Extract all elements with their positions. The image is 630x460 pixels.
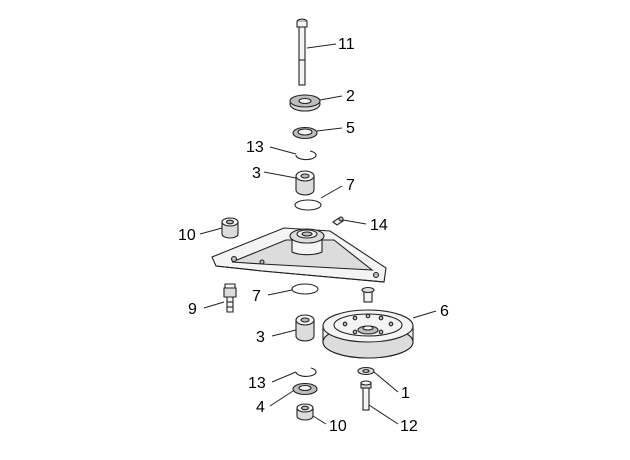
- bolt-part-11: [296, 18, 308, 86]
- callout-11: 11: [338, 36, 355, 53]
- callout-3-top: 3: [252, 165, 261, 182]
- grease-fitting-part-14: [332, 216, 344, 226]
- callout-14: 14: [370, 217, 388, 234]
- snap-ring-part-13-top: [295, 150, 317, 161]
- callout-9: 9: [188, 301, 197, 318]
- callout-6: 6: [440, 303, 449, 320]
- pulley-part-6: [322, 286, 414, 359]
- callout-13-bottom: 13: [248, 375, 266, 392]
- seal-part-5: [292, 126, 318, 140]
- callout-2: 2: [346, 88, 355, 105]
- o-ring-part-7-top: [294, 199, 322, 211]
- nut-part-10-bottom: [296, 403, 314, 421]
- bolt-part-12: [360, 380, 372, 411]
- bearing-part-3-top: [295, 170, 315, 196]
- leader-lines: [199, 43, 437, 425]
- bearing-part-3-bottom: [295, 314, 315, 342]
- callout-3-bottom: 3: [256, 329, 265, 346]
- callout-7-bottom: 7: [252, 288, 261, 305]
- callout-5: 5: [346, 120, 355, 137]
- seal-part-4: [292, 382, 318, 396]
- snap-ring-part-13-bottom: [295, 367, 317, 377]
- callout-labels: 11 2 5 13 3 7 10 14 9 7 6 3 13 1 4 10 12: [178, 36, 449, 435]
- nut-part-10-left: [221, 217, 239, 239]
- callout-10-left: 10: [178, 227, 196, 244]
- idler-arm-bracket: [211, 227, 387, 283]
- washer-part-1: [357, 366, 375, 376]
- bearing-part-2: [289, 94, 321, 112]
- callout-13-top: 13: [246, 139, 264, 156]
- callout-10-bottom: 10: [329, 418, 347, 435]
- callout-4: 4: [256, 399, 265, 416]
- callout-12: 12: [400, 418, 418, 435]
- callout-7-top: 7: [346, 177, 355, 194]
- stud-part-9: [223, 283, 237, 313]
- callout-1: 1: [401, 385, 410, 402]
- o-ring-part-7-bottom: [291, 283, 319, 295]
